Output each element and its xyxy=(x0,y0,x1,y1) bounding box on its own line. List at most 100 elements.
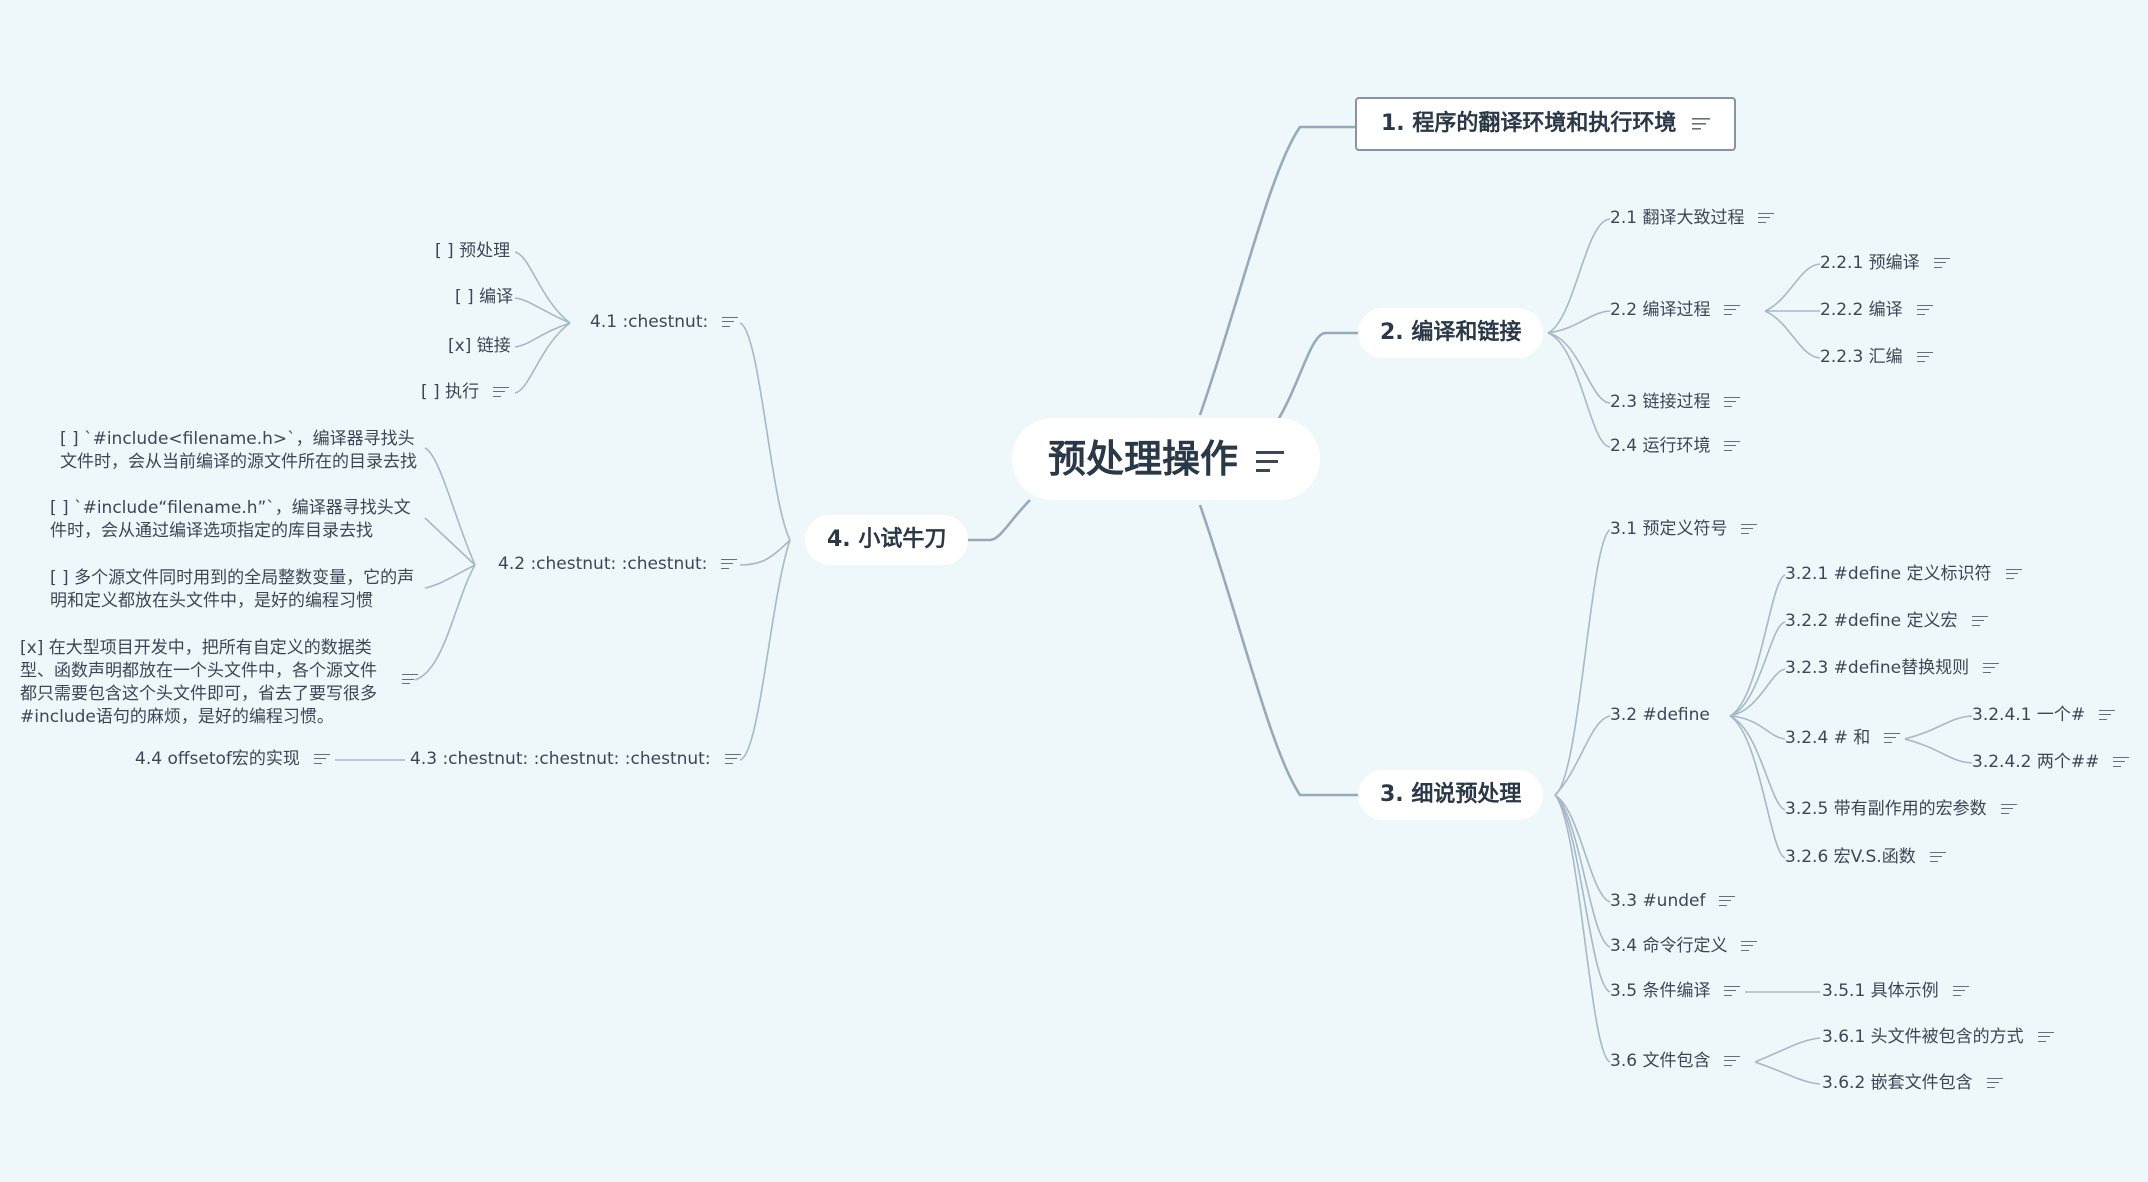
topic-label: 3.2.4 # 和 xyxy=(1785,728,1871,748)
topic-3-6-2[interactable]: 3.6.2 嵌套文件包含 xyxy=(1822,1075,2003,1092)
topic-4-4[interactable]: 4.4 offsetof宏的实现 xyxy=(135,751,330,768)
notes-icon[interactable] xyxy=(1719,895,1736,907)
branch-3-topic[interactable]: 3. 细说预处理 xyxy=(1358,770,1544,820)
topic-label: [ ] 多个源文件同时用到的全局整数变量，它的声明和定义都放在头文件中，是好的编… xyxy=(50,568,415,611)
notes-icon[interactable] xyxy=(1916,351,1933,363)
topic-label: [ ] 预处理 xyxy=(435,241,511,261)
option-4-2-d[interactable]: [x] 在大型项目开发中，把所有自定义的数据类型、函数声明都放在一个头文件中，各… xyxy=(20,637,390,729)
topic-3-2-4-1[interactable]: 3.2.4.1 一个# xyxy=(1972,707,2116,724)
branch-2-label: 2. 编译和链接 xyxy=(1380,320,1522,345)
notes-icon[interactable] xyxy=(2113,756,2130,768)
link-324-2 xyxy=(1904,738,1973,764)
notes-icon[interactable] xyxy=(721,558,738,570)
notes-icon[interactable] xyxy=(1929,851,1946,863)
link-42-d xyxy=(414,564,476,681)
topic-3-2-1[interactable]: 3.2.1 #define 定义标识符 xyxy=(1785,566,2022,583)
link-root-b1 xyxy=(1198,125,1355,416)
topic-3-2-6[interactable]: 3.2.6 宏V.S.函数 xyxy=(1785,849,1946,866)
link-324-1 xyxy=(1904,715,1973,740)
branch-1-label: 1. 程序的翻译环境和执行环境 xyxy=(1381,111,1677,136)
notes-icon[interactable] xyxy=(1986,1077,2003,1089)
notes-icon[interactable] xyxy=(1724,985,1741,997)
link-32-324 xyxy=(1729,715,1786,740)
notes-icon[interactable] xyxy=(2099,709,2116,721)
topic-label: 3.2.1 #define 定义标识符 xyxy=(1785,564,1992,584)
option-4-1-b[interactable]: [ ] 编译 xyxy=(455,289,513,306)
topic-label: 3.2 #define xyxy=(1610,705,1710,725)
notes-icon[interactable] xyxy=(1256,450,1285,473)
notes-icon[interactable] xyxy=(1724,396,1741,408)
topic-3-2-3[interactable]: 3.2.3 #define替换规则 xyxy=(1785,660,2000,677)
topic-label: [ ] `#include<filename.h>`，编译器寻找头文件时，会从当… xyxy=(60,429,417,472)
notes-icon[interactable] xyxy=(402,674,418,685)
option-4-2-c[interactable]: [ ] 多个源文件同时用到的全局整数变量，它的声明和定义都放在头文件中，是好的编… xyxy=(50,567,425,613)
root-topic[interactable]: 预处理操作 xyxy=(1012,418,1321,500)
topic-2-2-2[interactable]: 2.2.2 编译 xyxy=(1820,302,1933,319)
notes-icon[interactable] xyxy=(1741,940,1758,952)
notes-icon[interactable] xyxy=(1971,615,1988,627)
root-label: 预处理操作 xyxy=(1048,437,1239,481)
topic-4-2[interactable]: 4.2 :chestnut: :chestnut: xyxy=(498,556,738,573)
option-4-1-c[interactable]: [x] 链接 xyxy=(448,338,511,355)
topic-2-2-3[interactable]: 2.2.3 汇编 xyxy=(1820,349,1933,366)
notes-icon[interactable] xyxy=(1758,212,1775,224)
link-42-a xyxy=(424,447,476,566)
topic-2-1[interactable]: 2.1 翻译大致过程 xyxy=(1610,210,1775,227)
notes-icon[interactable] xyxy=(722,316,739,328)
notes-icon[interactable] xyxy=(2037,1031,2054,1043)
branch-1-topic[interactable]: 1. 程序的翻译环境和执行环境 xyxy=(1355,97,1737,151)
notes-icon[interactable] xyxy=(1724,304,1741,316)
topic-3-2-2[interactable]: 3.2.2 #define 定义宏 xyxy=(1785,613,1988,630)
notes-icon[interactable] xyxy=(2005,568,2022,580)
notes-icon[interactable] xyxy=(1692,118,1711,130)
topic-2-3[interactable]: 2.3 链接过程 xyxy=(1610,394,1741,411)
topic-3-2[interactable]: 3.2 #define xyxy=(1610,707,1710,724)
option-4-2-a[interactable]: [ ] `#include<filename.h>`，编译器寻找头文件时，会从当… xyxy=(60,428,425,474)
notes-icon[interactable] xyxy=(1741,523,1758,535)
branch-2-topic[interactable]: 2. 编译和链接 xyxy=(1358,308,1544,358)
link-b3-32 xyxy=(1554,715,1611,796)
option-4-1-a[interactable]: [ ] 预处理 xyxy=(435,243,510,260)
topic-2-4[interactable]: 2.4 运行环境 xyxy=(1610,438,1741,455)
topic-3-6-1[interactable]: 3.6.1 头文件被包含的方式 xyxy=(1822,1029,2054,1046)
topic-3-5-1[interactable]: 3.5.1 具体示例 xyxy=(1822,983,1969,1000)
link-b2-24 xyxy=(1547,332,1611,448)
notes-icon[interactable] xyxy=(1916,304,1933,316)
topic-4-1[interactable]: 4.1 :chestnut: xyxy=(590,314,739,331)
notes-icon[interactable] xyxy=(1724,440,1741,452)
link-b2-21 xyxy=(1547,218,1611,334)
topic-2-2-1[interactable]: 2.2.1 预编译 xyxy=(1820,255,1950,272)
notes-icon[interactable] xyxy=(1884,732,1901,744)
notes-icon[interactable] xyxy=(1933,257,1950,269)
link-b3-36 xyxy=(1554,794,1611,1063)
topic-3-5[interactable]: 3.5 条件编译 xyxy=(1610,983,1741,1000)
notes-icon[interactable] xyxy=(1724,1055,1741,1067)
option-4-2-b[interactable]: [ ] `#include“filename.h”`，编译器寻找头文件时，会从通… xyxy=(50,497,425,543)
topic-3-2-4-2[interactable]: 3.2.4.2 两个## xyxy=(1972,754,2130,771)
notes-icon[interactable] xyxy=(724,753,741,765)
topic-3-3[interactable]: 3.3 #undef xyxy=(1610,893,1736,910)
link-root-b3 xyxy=(1198,504,1360,797)
topic-3-1[interactable]: 3.1 预定义符号 xyxy=(1610,519,1758,539)
topic-2-2[interactable]: 2.2 编译过程 xyxy=(1610,302,1741,319)
topic-label: [ ] `#include“filename.h”`，编译器寻找头文件时，会从通… xyxy=(50,498,411,541)
notes-icon[interactable] xyxy=(493,386,510,398)
option-4-1-d[interactable]: [ ] 执行 xyxy=(421,384,510,401)
notes-icon[interactable] xyxy=(313,753,330,765)
topic-3-2-5[interactable]: 3.2.5 带有副作用的宏参数 xyxy=(1785,801,2017,818)
topic-3-2-4[interactable]: 3.2.4 # 和 xyxy=(1785,728,1901,748)
notes-icon[interactable] xyxy=(1952,985,1969,997)
topic-label: 3.4 命令行定义 xyxy=(1610,936,1728,956)
topic-3-4[interactable]: 3.4 命令行定义 xyxy=(1610,936,1758,956)
link-b3-31 xyxy=(1554,529,1611,796)
notes-icon[interactable] xyxy=(1983,662,2000,674)
link-41-c xyxy=(514,322,571,348)
topic-label: 3.1 预定义符号 xyxy=(1610,519,1728,539)
topic-4-3[interactable]: 4.3 :chestnut: :chestnut: :chestnut: xyxy=(410,751,741,768)
topic-3-6[interactable]: 3.6 文件包含 xyxy=(1610,1053,1741,1070)
link-22-223 xyxy=(1764,310,1821,359)
topic-label: [x] 在大型项目开发中，把所有自定义的数据类型、函数声明都放在一个头文件中，各… xyxy=(20,638,377,727)
branch-4-topic[interactable]: 4. 小试牛刀 xyxy=(805,515,969,565)
notes-icon[interactable] xyxy=(2000,803,2017,815)
